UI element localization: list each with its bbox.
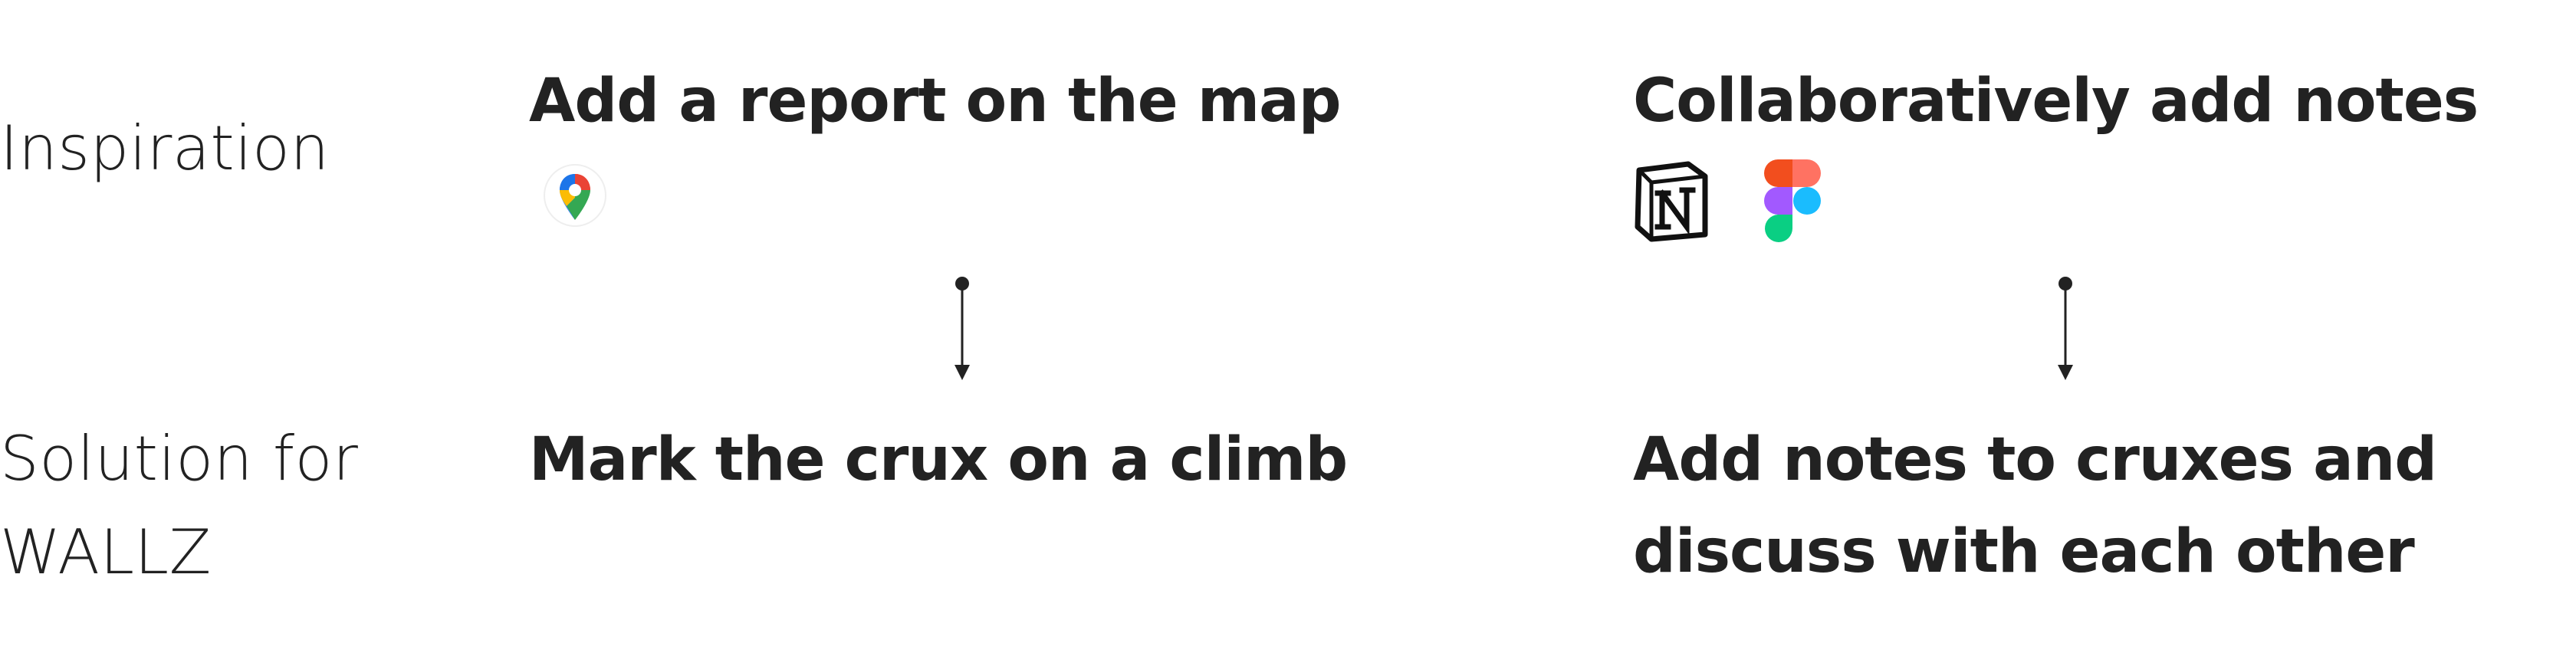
arrow-connector-left	[955, 277, 970, 380]
row-label-solution: Solution for WALLZ	[0, 423, 359, 588]
solution-heading-add-notes: Add notes to cruxes and discuss with eac…	[1633, 425, 2437, 586]
inspiration-heading-collaborative-notes: Collaboratively add notes	[1633, 67, 2479, 136]
notion-icon	[1635, 161, 1708, 242]
arrow-connector-right	[2058, 277, 2073, 380]
inspiration-heading-map-report: Add a report on the map	[529, 67, 1342, 136]
google-maps-icon	[544, 164, 606, 227]
figma-icon	[1764, 159, 1821, 242]
solution-heading-mark-crux: Mark the crux on a climb	[529, 425, 1348, 494]
row-label-inspiration: Inspiration	[0, 113, 330, 184]
